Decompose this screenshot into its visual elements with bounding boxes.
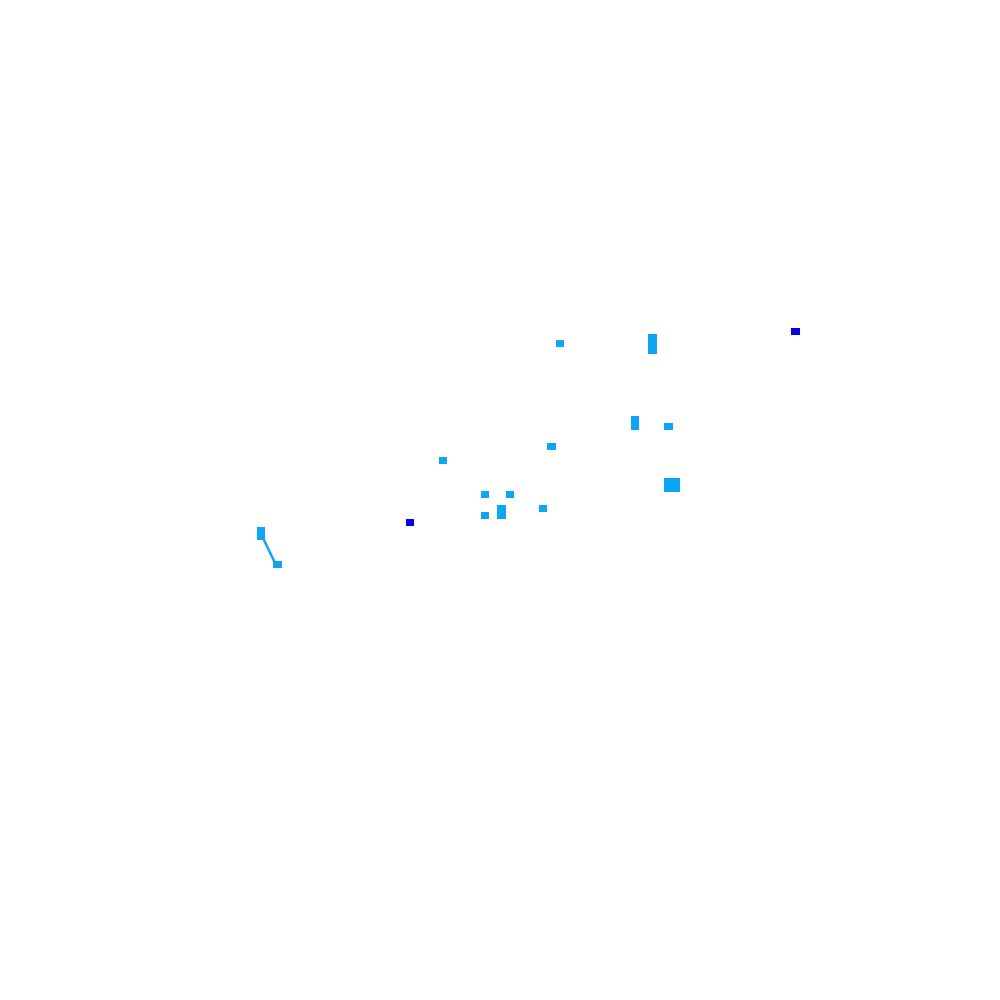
map-marker — [273, 561, 282, 568]
map-marker — [257, 527, 265, 540]
map-connector-line — [260, 535, 278, 566]
map-marker — [664, 423, 673, 430]
map-marker — [481, 512, 489, 519]
map-marker — [481, 491, 489, 498]
map-marker — [547, 443, 556, 450]
map-marker — [539, 505, 547, 512]
map-marker — [439, 457, 447, 464]
map-marker — [664, 478, 680, 492]
map-marker — [648, 334, 657, 354]
map-marker-dark — [791, 328, 800, 335]
map-marker — [556, 340, 564, 347]
map-marker — [506, 491, 514, 498]
map-marker-dark — [406, 519, 414, 526]
map-marker — [497, 505, 506, 519]
map-marker — [631, 416, 639, 430]
